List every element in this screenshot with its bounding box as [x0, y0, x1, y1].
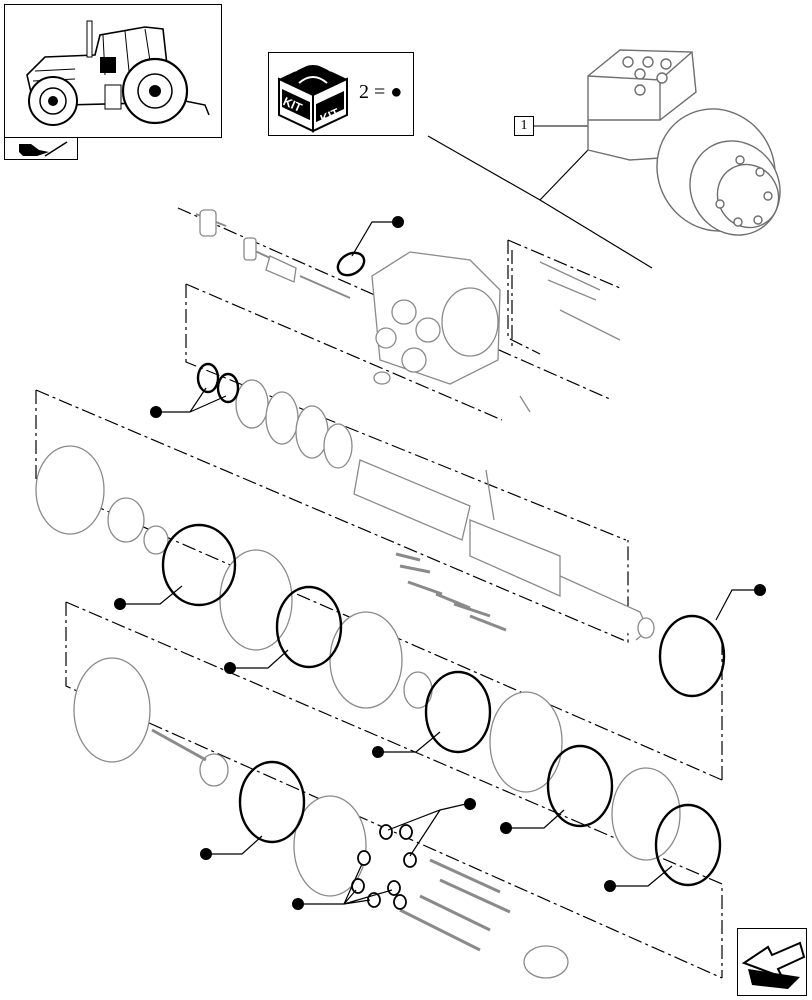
- next-page-arrow-icon: [741, 941, 806, 989]
- part-number-label: 1: [514, 116, 534, 136]
- kit-legend-text: 2 = ●: [359, 81, 403, 103]
- tractor-thumbnail: [4, 4, 222, 138]
- kit-legend-box: KIT KIT 2 = ●: [268, 52, 414, 136]
- tractor-icon: [26, 20, 210, 126]
- nav-tab[interactable]: [4, 138, 78, 160]
- kit-bullets: [114, 216, 766, 910]
- steering-unit-assembly: [587, 49, 781, 236]
- page-back-icon: [19, 141, 68, 157]
- kit-box-icon: KIT KIT: [278, 63, 348, 133]
- next-page-button[interactable]: [737, 928, 807, 996]
